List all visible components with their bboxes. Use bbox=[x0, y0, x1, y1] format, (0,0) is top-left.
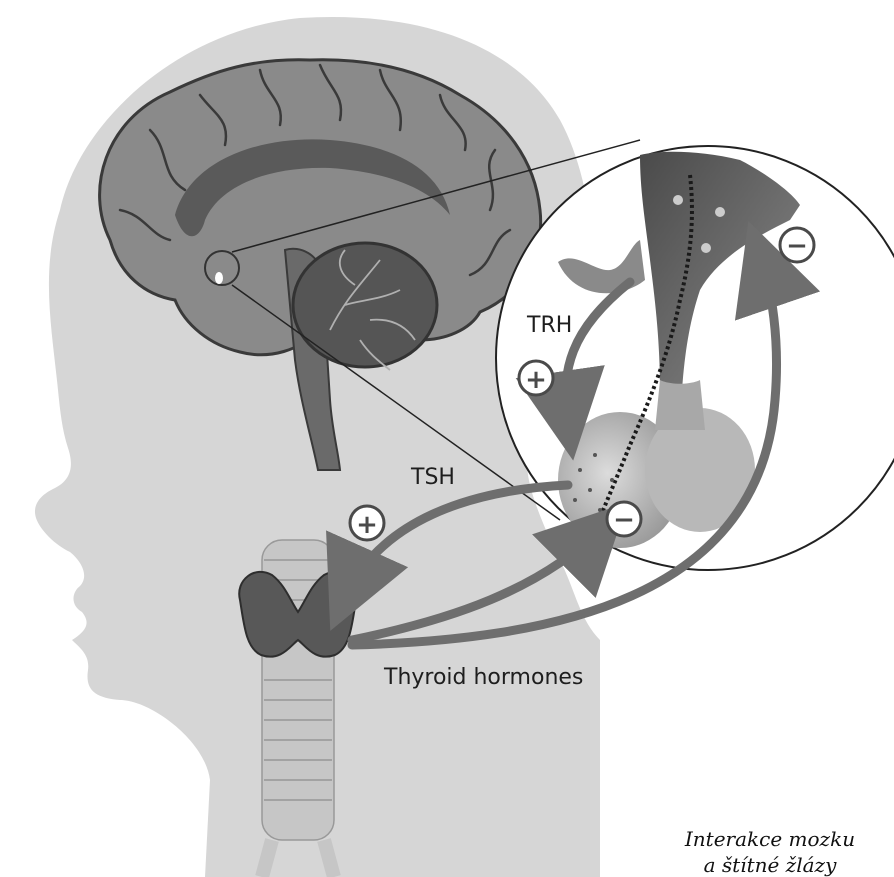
svg-text:−: − bbox=[786, 231, 808, 261]
plus-sign-tsh: + bbox=[350, 506, 384, 540]
label-thyroid-hormones: Thyroid hormones bbox=[383, 665, 583, 690]
label-trh: TRH bbox=[526, 313, 572, 338]
figure-caption: Interakce mozku a štítné žlázy bbox=[640, 826, 894, 877]
caption-line-1: Interakce mozku bbox=[640, 826, 894, 852]
label-tsh: TSH bbox=[410, 465, 455, 490]
plus-sign-trh: + bbox=[519, 361, 553, 395]
minus-sign-pituitary: − bbox=[607, 502, 641, 536]
caption-line-2: a štítné žlázy bbox=[640, 852, 894, 877]
svg-text:+: + bbox=[356, 510, 378, 540]
svg-text:+: + bbox=[525, 365, 547, 395]
minus-sign-hypothalamus: − bbox=[780, 228, 814, 262]
pituitary-stalk bbox=[655, 380, 705, 430]
cerebellum bbox=[293, 243, 437, 367]
svg-text:−: − bbox=[613, 505, 635, 535]
